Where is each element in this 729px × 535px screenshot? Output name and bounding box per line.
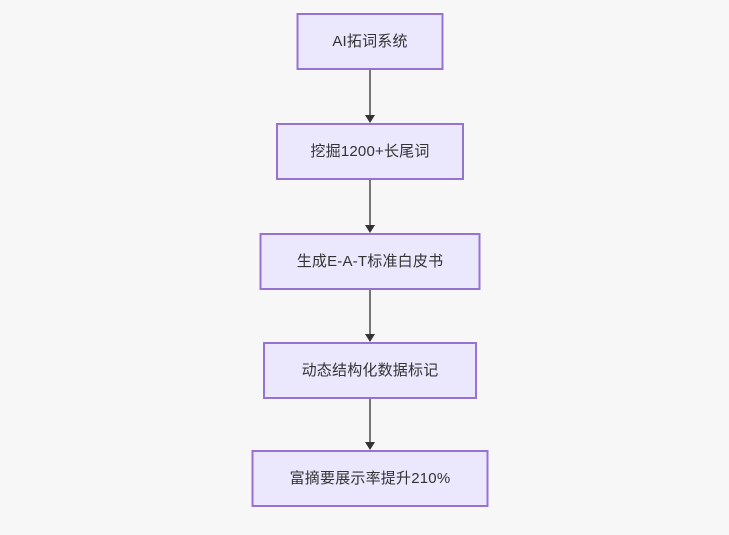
flow-node-label: 生成E-A-T标准白皮书 [296, 252, 444, 270]
flow-arrow-n3-to-n4 [363, 290, 377, 342]
arrowhead-icon [365, 225, 375, 233]
flow-node-n2[interactable]: 挖掘1200+长尾词 [276, 123, 464, 180]
arrowhead-icon [365, 334, 375, 342]
flow-node-label: 动态结构化数据标记 [301, 361, 439, 379]
flow-node-n5[interactable]: 富摘要展示率提升210% [251, 450, 489, 507]
flow-arrow-n4-to-n5 [363, 399, 377, 450]
flow-node-n4[interactable]: 动态结构化数据标记 [263, 342, 477, 399]
flow-node-label: 富摘要展示率提升210% [289, 469, 451, 487]
flow-arrow-n1-to-n2 [363, 70, 377, 123]
flow-node-label: 挖掘1200+长尾词 [310, 142, 430, 160]
flow-arrow-n2-to-n3 [363, 180, 377, 233]
flow-node-n1[interactable]: AI拓词系统 [296, 13, 444, 70]
flow-node-n3[interactable]: 生成E-A-T标准白皮书 [259, 233, 481, 290]
arrowhead-icon [365, 442, 375, 450]
flow-node-label: AI拓词系统 [332, 32, 408, 50]
arrowhead-icon [365, 115, 375, 123]
